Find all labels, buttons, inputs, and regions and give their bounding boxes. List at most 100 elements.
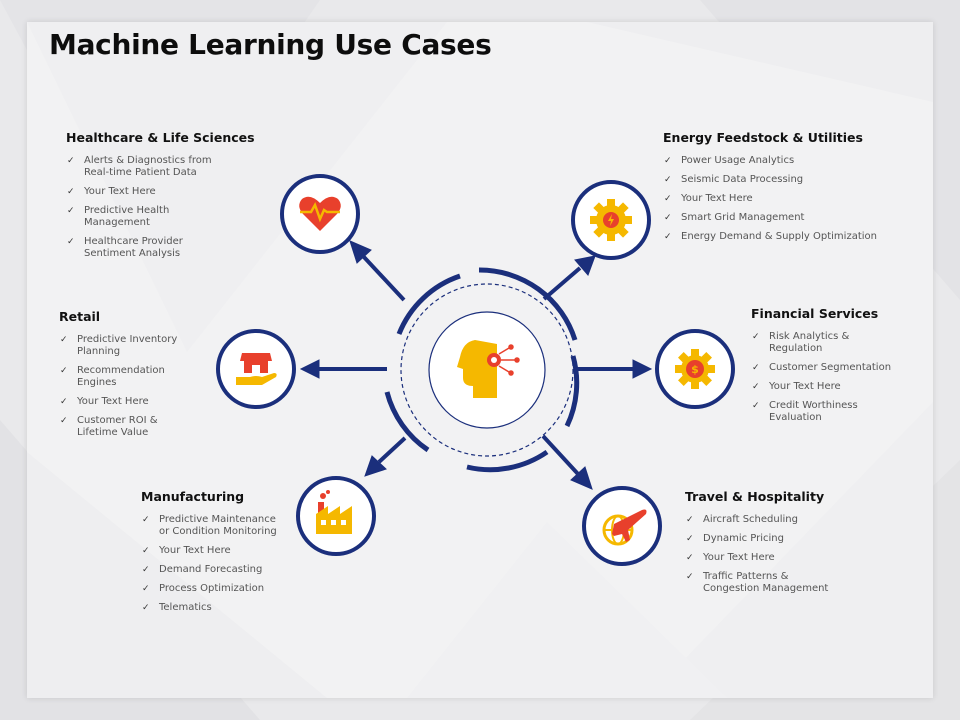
- check-icon: ✓: [67, 156, 75, 166]
- bullet-text: Recommendation Engines: [77, 365, 165, 388]
- check-icon: ✓: [60, 397, 68, 407]
- bullet-item: ✓ Alerts & Diagnostics from Real-time Pat…: [66, 155, 266, 179]
- bullet-item: ✓ Healthcare Provider Sentiment Analysis: [66, 236, 266, 260]
- check-icon: ✓: [686, 572, 694, 582]
- arrow-travel: [541, 434, 580, 476]
- bullet-list: ✓ Predictive Inventory Planning ✓ Recommend…: [59, 334, 219, 439]
- bullet-item: ✓ Seismic Data Processing: [663, 174, 923, 186]
- bullet-item: ✓Dynamic Pricing: [685, 533, 885, 545]
- arrowhead-manufacturing: [364, 455, 387, 477]
- bullet-item: ✓ Your Text Here: [751, 381, 926, 393]
- check-icon: ✓: [686, 553, 694, 563]
- bullet-text: Traffic Patterns & Congestion Management: [703, 571, 829, 594]
- heart-pulse-icon: [299, 196, 341, 231]
- check-icon: ✓: [60, 366, 68, 376]
- bullet-text: Healthcare Provider Sentiment Analysis: [84, 236, 183, 259]
- arrow-manufacturing: [377, 436, 407, 464]
- bullet-item: ✓Predictive Maintenance or Condition Mon…: [141, 514, 311, 538]
- check-icon: ✓: [752, 382, 760, 392]
- check-icon: ✓: [752, 332, 760, 342]
- slide: Machine Learning Use Cases: [27, 22, 933, 698]
- check-icon: ✓: [664, 194, 672, 204]
- airplane-globe-icon: [602, 509, 647, 546]
- check-icon: ✓: [142, 565, 150, 575]
- hub-diagram: $: [216, 174, 735, 566]
- check-icon: ✓: [67, 237, 75, 247]
- bullet-item: ✓ Energy Demand & Supply Optimization: [663, 231, 923, 243]
- bullet-item: ✓ Telematics: [141, 602, 311, 614]
- arrowhead-healthcare: [349, 240, 372, 264]
- bullet-item: ✓ Your Text Here: [685, 552, 885, 564]
- check-icon: ✓: [686, 515, 694, 525]
- bullet-text: Process Optimization: [159, 583, 265, 594]
- bullet-item: ✓Smart Grid Management: [663, 212, 923, 224]
- bullet-text: Seismic Data Processing: [681, 174, 804, 185]
- bullet-text: Your Text Here: [84, 186, 156, 197]
- bullet-list: ✓Predictive Maintenance or Condition Mon…: [141, 514, 311, 614]
- bullet-item: ✓ Your Text Here: [59, 396, 219, 408]
- bullet-item: ✓ Predictive Health Management: [66, 205, 266, 229]
- shop-hand-icon: [236, 353, 277, 385]
- bullet-item: ✓ Demand Forecasting: [141, 564, 311, 576]
- bullet-item: ✓ Power Usage Analytics: [663, 155, 923, 167]
- section-travel: Travel & Hospitality ✓Aircraft Schedulin…: [685, 489, 885, 602]
- check-icon: ✓: [664, 156, 672, 166]
- check-icon: ✓: [142, 584, 150, 594]
- check-icon: ✓: [67, 187, 75, 197]
- bullet-item: ✓ Process Optimization: [141, 583, 311, 595]
- arrowhead-retail: [299, 359, 320, 379]
- bullet-list: ✓ Power Usage Analytics ✓ Seismic Data Proc…: [663, 155, 923, 243]
- bullet-item: ✓ Recommendation Engines: [59, 365, 219, 389]
- bullet-text: Your Text Here: [703, 552, 775, 563]
- hub-outer-ring: [384, 267, 580, 473]
- check-icon: ✓: [60, 335, 68, 345]
- bullet-text: Customer ROI & Lifetime Value: [77, 415, 158, 438]
- check-icon: ✓: [142, 603, 150, 613]
- bullet-text: Risk Analytics & Regulation: [769, 331, 850, 354]
- bullet-item: ✓Customer Segmentation: [751, 362, 926, 374]
- arrow-energy: [542, 266, 582, 301]
- arrow-healthcare: [361, 254, 406, 302]
- bullet-text: Your Text Here: [77, 396, 149, 407]
- bullet-text: Predictive Health Management: [84, 205, 170, 228]
- check-icon: ✓: [67, 206, 75, 216]
- check-icon: ✓: [664, 232, 672, 242]
- arrowhead-financial: [632, 359, 653, 379]
- page-title: Machine Learning Use Cases: [49, 28, 492, 61]
- section-healthcare: Healthcare & Life Sciences ✓ Alerts & Dia…: [66, 130, 266, 267]
- bullet-text: Your Text Here: [159, 545, 231, 556]
- gear-lightning-icon: [590, 199, 632, 241]
- bullet-text: Alerts & Diagnostics from Real-time Pati…: [84, 155, 212, 178]
- section-title: Healthcare & Life Sciences: [66, 130, 255, 145]
- section-energy: Energy Feedstock & Utilities ✓Power Usag…: [663, 130, 923, 250]
- section-title: Financial Services: [751, 306, 879, 321]
- ai-head-gear-icon: [457, 340, 520, 398]
- bullet-text: Your Text Here: [769, 381, 841, 392]
- hub-arrows: [299, 240, 653, 490]
- bullet-text: Dynamic Pricing: [703, 533, 784, 544]
- arrowhead-energy: [574, 255, 596, 276]
- bullet-item: ✓ Predictive Inventory Planning: [59, 334, 219, 358]
- section-manufacturing: Manufacturing ✓Predictive Maintenance or…: [141, 489, 311, 621]
- check-icon: ✓: [664, 175, 672, 185]
- section-title: Retail: [59, 309, 101, 324]
- bullet-text: Power Usage Analytics: [681, 155, 795, 166]
- bullet-text: Predictive Inventory Planning: [77, 334, 178, 357]
- bullet-item: ✓Credit Worthiness Evaluation: [751, 400, 926, 424]
- section-title: Travel & Hospitality: [685, 489, 825, 504]
- check-icon: ✓: [752, 363, 760, 373]
- arrowhead-travel: [570, 466, 593, 490]
- bullet-text: Demand Forecasting: [159, 564, 263, 575]
- check-icon: ✓: [60, 416, 68, 426]
- bullet-item: ✓ Customer ROI & Lifetime Value: [59, 415, 219, 439]
- check-icon: ✓: [142, 515, 150, 525]
- bullet-item: ✓Aircraft Scheduling: [685, 514, 885, 526]
- bullet-text: Telematics: [159, 602, 212, 613]
- bullet-text: Energy Demand & Supply Optimization: [681, 231, 877, 242]
- check-icon: ✓: [664, 213, 672, 223]
- bullet-list: ✓ Risk Analytics & Regulation ✓Customer Se…: [751, 331, 926, 424]
- hub-dashed-ring: [400, 283, 574, 457]
- gear-dollar-icon: $: [675, 349, 715, 389]
- check-icon: ✓: [752, 401, 760, 411]
- svg-text:$: $: [691, 363, 699, 376]
